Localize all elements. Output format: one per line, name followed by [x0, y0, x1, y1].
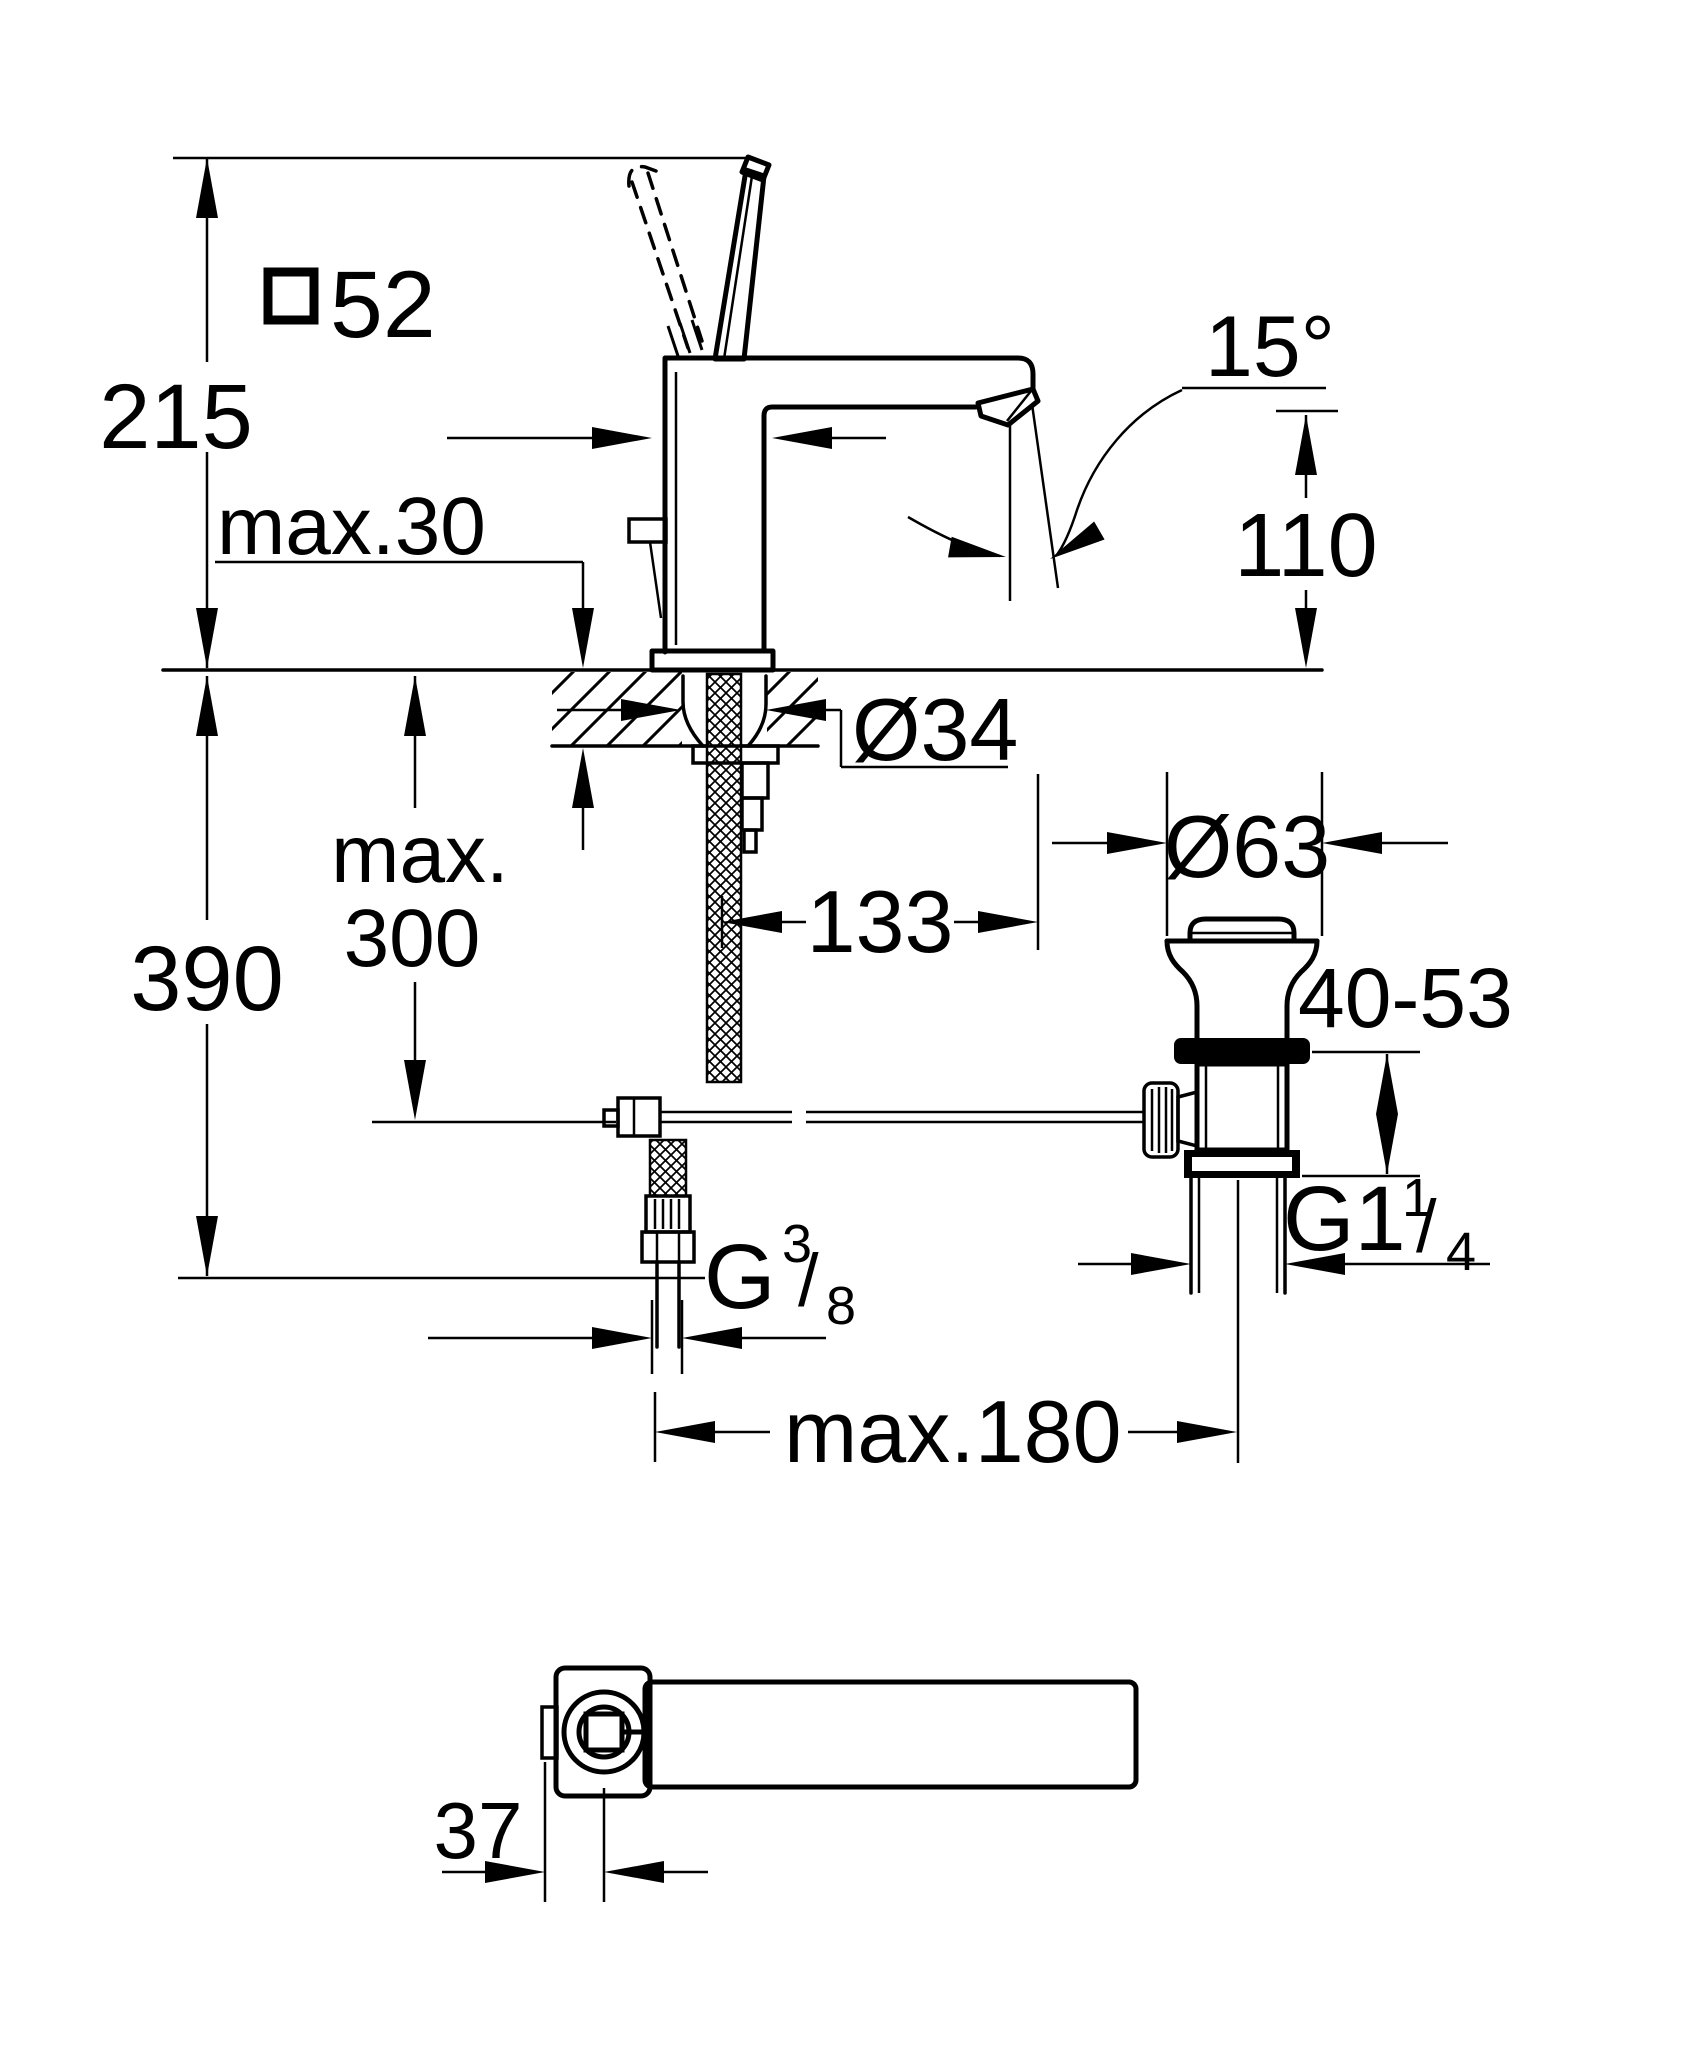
drain-assembly [1142, 916, 1320, 1463]
waste-gasket [1174, 1038, 1310, 1064]
dim-clamp-4053: 40-53 [1298, 951, 1513, 1178]
hose-nut [640, 1230, 696, 1264]
pop-up-rod-knob [627, 517, 668, 619]
waste-plug-cap [1187, 916, 1297, 944]
rod-adjuster-knob [1142, 1081, 1180, 1159]
label-g114-sub: 4 [1446, 1222, 1476, 1282]
label-dia34: Ø34 [852, 680, 1018, 779]
label-max30: max.30 [217, 481, 486, 572]
label-g38-sup: 3 [782, 1214, 812, 1274]
label-300: 300 [344, 893, 481, 984]
top-view: 37 [434, 1665, 1139, 1902]
label-37: 37 [434, 1786, 523, 1875]
dim-square-52: 52 [263, 252, 886, 449]
waste-tailpipe [1189, 1176, 1287, 1463]
label-215: 215 [99, 366, 253, 468]
label-4053: 40-53 [1298, 951, 1513, 1045]
waste-valve-body [1142, 1061, 1290, 1159]
dim-height-215: 215 [99, 156, 748, 668]
dim-spout-110: 110 [1234, 409, 1378, 668]
dim-max30: max.30 [215, 481, 594, 850]
square-symbol [263, 267, 319, 325]
faucet-body [627, 355, 1041, 673]
label-g114-slash: / [1416, 1185, 1437, 1268]
label-g114-sup: 1 [1402, 1168, 1432, 1228]
pop-up-linkage [372, 1096, 1144, 1138]
label-15deg: 15° [1205, 299, 1335, 395]
dim-waste-dia63: Ø63 [1052, 772, 1448, 936]
dim-max300: max. 300 [331, 676, 509, 1120]
dim-offset-37: 37 [434, 1762, 708, 1902]
label-g114-base: G1 [1283, 1168, 1406, 1270]
dim-shank-dia34: Ø34 [557, 680, 1018, 779]
supply-nipple [655, 1260, 681, 1349]
dim-waste-thread-g114: G1 1 / 4 [1078, 1168, 1490, 1282]
label-52: 52 [330, 252, 436, 358]
mounting-shank [681, 674, 780, 854]
rod-knob-top [540, 1705, 559, 1760]
handle-cap [739, 154, 772, 183]
waste-flange [1164, 938, 1320, 1043]
dim-angle-15: 15° [907, 299, 1335, 601]
spout-aerator [975, 386, 1041, 428]
dim-rod-133: 133 [720, 774, 1040, 971]
label-g38-slash: / [798, 1239, 819, 1322]
dim-depth-390: 390 [130, 676, 705, 1280]
label-max: max. [331, 809, 509, 900]
label-390: 390 [130, 928, 284, 1030]
waste-locknut [1184, 1150, 1300, 1178]
dim-max180: max.180 [653, 1382, 1237, 1481]
supply-hose [640, 672, 743, 1349]
label-g38-base: G [704, 1226, 776, 1328]
label-110: 110 [1234, 496, 1377, 596]
dim-supply-thread-g38: G 3 / 8 [428, 1214, 856, 1374]
handle-open-position [627, 164, 704, 357]
label-max180: max.180 [784, 1382, 1122, 1481]
label-133: 133 [807, 872, 954, 971]
label-g38-sub: 8 [826, 1276, 856, 1336]
handle-lever [712, 154, 772, 362]
label-dia63: Ø63 [1164, 797, 1330, 896]
